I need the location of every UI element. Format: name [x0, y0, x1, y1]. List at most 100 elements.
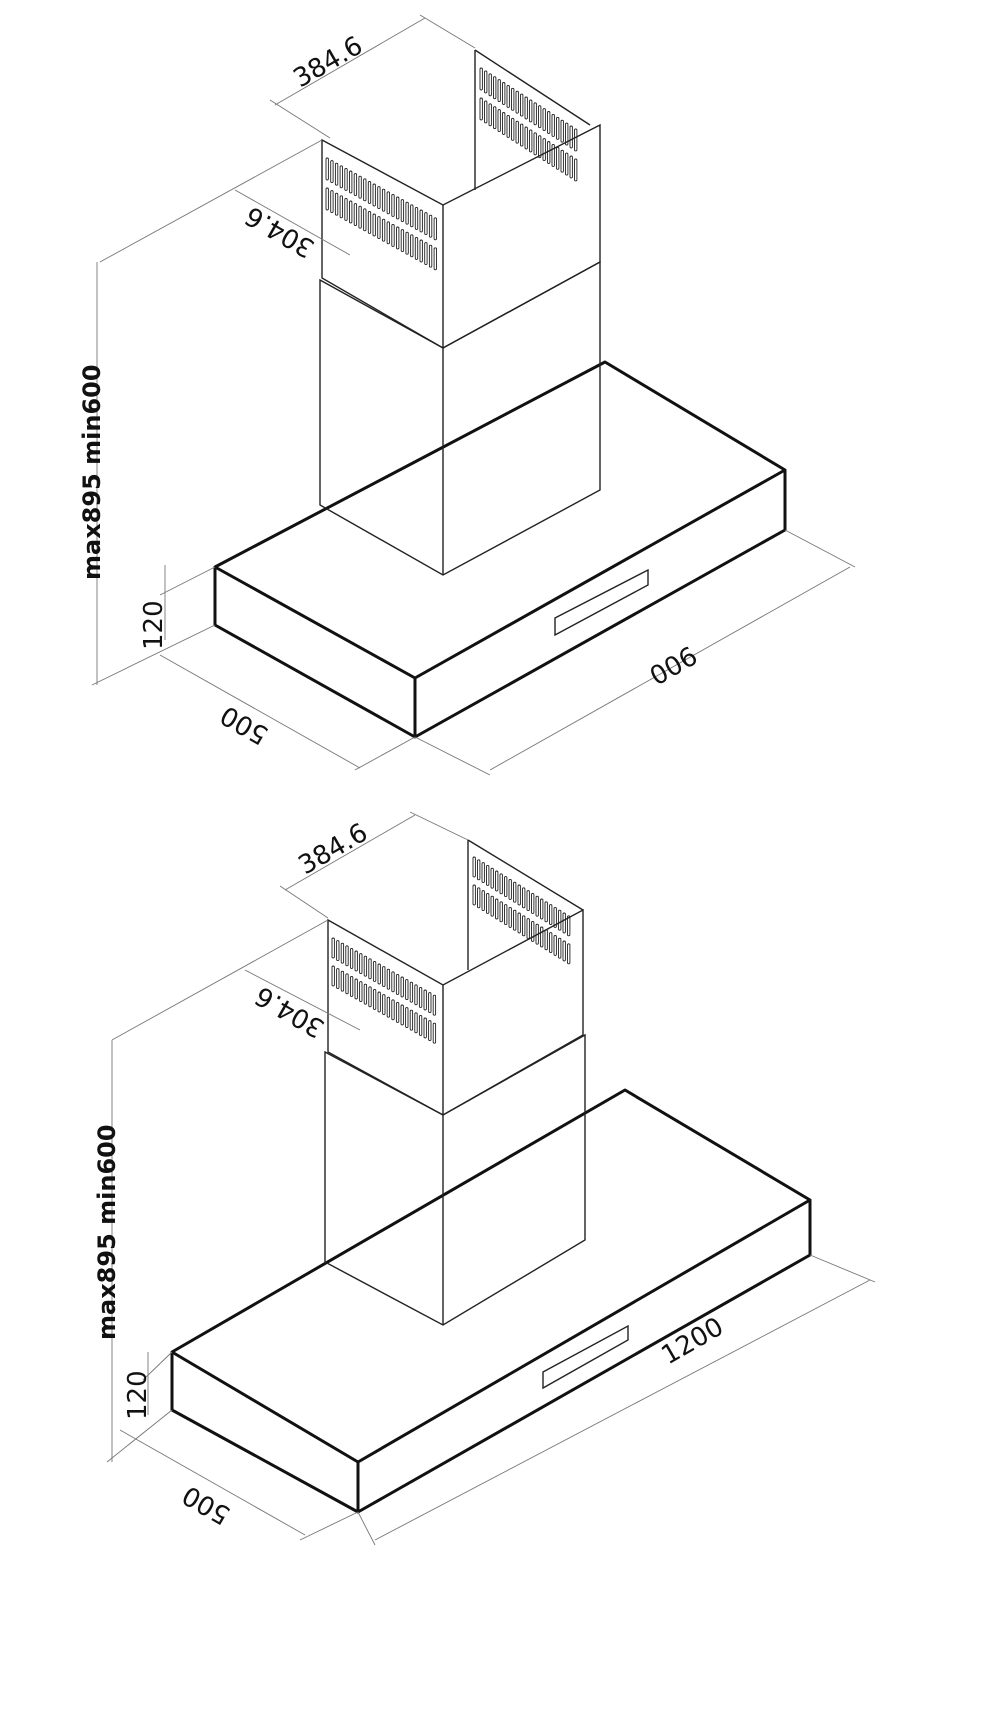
vent-slot — [526, 918, 530, 940]
vent-slot — [493, 106, 497, 130]
vent-slot — [484, 70, 488, 94]
dim-depth: 500 — [178, 1479, 236, 1530]
vent-slot — [502, 112, 506, 135]
vent-slot — [418, 986, 423, 1008]
vent-slot — [400, 229, 405, 253]
vent-slot — [486, 892, 490, 914]
vent-slot — [535, 895, 539, 917]
vent-slot — [481, 862, 485, 884]
vent-slot — [395, 973, 400, 995]
control-panel — [554, 568, 649, 637]
vent-slot — [495, 870, 499, 892]
vent-slot — [414, 206, 419, 230]
vent-slot — [538, 105, 542, 129]
vent-slot — [551, 143, 555, 167]
vent-slot — [508, 878, 512, 900]
vent-slot — [372, 183, 376, 207]
vent-slots-front — [331, 937, 437, 1044]
vent-slot — [472, 884, 476, 906]
vent-slot — [522, 915, 526, 937]
vent-slot — [479, 67, 483, 91]
dimension-lines — [106, 811, 876, 1546]
vent-slot — [377, 186, 381, 210]
vent-slot — [508, 906, 512, 928]
dim-height-range: max895 min600 — [78, 364, 106, 580]
vent-slots-back — [472, 856, 571, 965]
vent-slot — [567, 943, 571, 965]
upper-chimney — [321, 49, 601, 349]
vent-slot — [344, 167, 348, 191]
vent-slot — [544, 929, 548, 951]
vent-slot — [524, 126, 528, 150]
vent-slot — [504, 904, 508, 926]
vent-slot — [339, 165, 343, 189]
vent-slot — [497, 79, 501, 103]
vent-slot — [477, 859, 481, 881]
vent-slot — [506, 114, 510, 138]
vent-slot — [524, 96, 528, 120]
vent-slot — [569, 155, 573, 179]
vent-slot — [556, 116, 560, 140]
vent-slot — [363, 983, 368, 1005]
vent-slot — [569, 125, 573, 149]
vent-slot — [560, 119, 564, 143]
vent-slot — [432, 1022, 437, 1044]
vent-slot — [368, 958, 372, 980]
vent-slot — [368, 986, 372, 1008]
vent-slot — [359, 981, 363, 1003]
vent-slot — [419, 239, 423, 263]
vent-slot — [410, 234, 414, 258]
vent-slot — [547, 141, 551, 164]
vent-slot — [395, 1001, 400, 1023]
vent-slot — [533, 132, 537, 156]
vent-slot — [522, 887, 526, 909]
vent-slot — [529, 129, 533, 153]
dim-canopy-height: 120 — [139, 600, 169, 650]
vent-slot — [565, 152, 569, 176]
vent-slot — [481, 890, 485, 912]
dim-canopy-height: 120 — [123, 1370, 153, 1420]
vent-slot — [515, 90, 519, 114]
vent-slot — [531, 920, 535, 942]
vent-slot — [424, 242, 428, 266]
vent-slot — [551, 113, 555, 137]
vent-slot — [497, 109, 501, 133]
vent-slot — [382, 994, 386, 1016]
vent-slot — [340, 970, 345, 992]
lower-chimney — [319, 260, 601, 576]
dim-width: 900 — [644, 639, 702, 690]
vent-slot — [367, 180, 372, 204]
vent-slot — [513, 881, 517, 903]
vent-slot — [540, 898, 544, 920]
vent-slot — [396, 226, 400, 250]
vent-slot — [349, 170, 353, 194]
vent-slot — [359, 953, 363, 975]
vent-slot — [418, 1014, 423, 1036]
vent-slot — [499, 873, 503, 895]
vent-slot — [504, 876, 508, 898]
vent-slot — [553, 934, 557, 956]
vent-slot — [506, 84, 510, 108]
vent-slot — [353, 203, 358, 227]
control-panel — [542, 1324, 629, 1390]
dim-chimney-width: 384.6 — [294, 818, 373, 881]
vent-slot — [340, 942, 345, 964]
vent-slot — [382, 966, 386, 988]
vent-slot — [520, 123, 524, 147]
vent-slot — [353, 173, 358, 197]
vent-slot — [428, 992, 432, 1014]
vent-slot — [553, 906, 557, 928]
vent-slot — [526, 890, 530, 912]
vent-slot — [540, 926, 544, 948]
vent-slot — [565, 122, 569, 146]
vent-slot — [372, 960, 377, 982]
vent-slot — [511, 117, 515, 141]
vent-slot — [486, 864, 490, 886]
vent-slot — [372, 213, 376, 237]
vent-slot — [386, 221, 390, 245]
vent-slot — [377, 963, 381, 985]
vent-slots-front — [325, 157, 437, 271]
dimension-lines — [91, 14, 856, 776]
vent-slot — [515, 120, 519, 144]
